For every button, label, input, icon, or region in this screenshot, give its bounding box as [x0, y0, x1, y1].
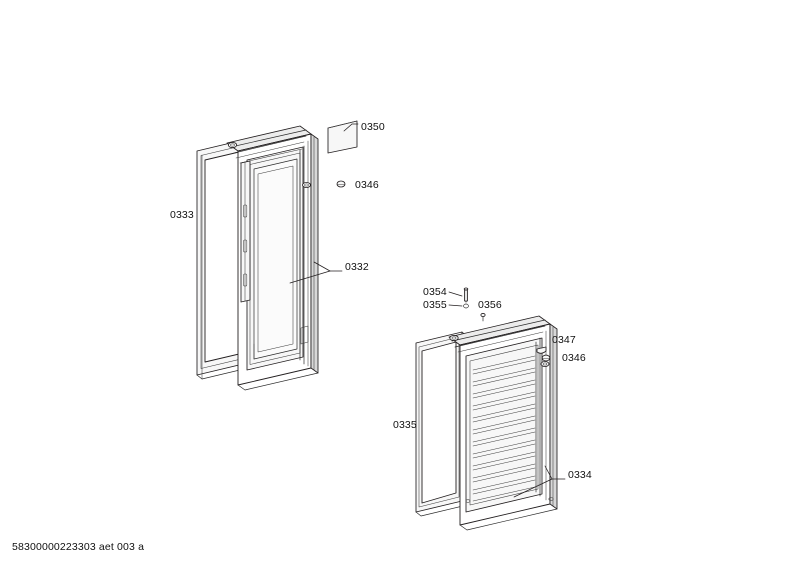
- leader-0334-a: [513, 478, 553, 498]
- callout-0332: 0332: [345, 261, 369, 273]
- leader-0334-b: [544, 465, 553, 480]
- part-0355-ring: [463, 303, 469, 309]
- part-0350-plate: [327, 120, 358, 154]
- callout-0354: 0354: [423, 286, 447, 298]
- leader-0332-b: [313, 261, 331, 272]
- callout-0350: 0350: [361, 121, 385, 133]
- part-0335-gasket-frame: [415, 331, 468, 517]
- callout-0334: 0334: [568, 469, 592, 481]
- hinge-boss-right-lower: [540, 361, 550, 367]
- leader-lines: [289, 123, 566, 498]
- footer-document-code: 58300000223303 aet 003 a: [12, 541, 145, 553]
- part-0346-washer-icon-upper: [336, 180, 346, 188]
- callout-0356: 0356: [478, 299, 502, 311]
- upper-door-assembly: [196, 120, 358, 391]
- leader-0332-a: [289, 270, 331, 284]
- callout-0355: 0355: [423, 299, 447, 311]
- callout-0347: 0347: [552, 334, 576, 346]
- hinge-boss-top: [227, 141, 238, 149]
- leader-0355: [448, 304, 463, 307]
- hinge-boss-top-lower: [449, 334, 459, 342]
- part-0347-cap: [536, 346, 547, 354]
- callout-0335: 0335: [393, 419, 417, 431]
- part-0354-pin: [463, 287, 469, 303]
- part-0332-door-panel: [226, 125, 319, 391]
- hinge-boss-right: [302, 182, 311, 188]
- leader-0354: [448, 291, 463, 297]
- callout-labels: 0333 0350 0346 0332 0354 0355 0356 0347 …: [170, 121, 592, 481]
- callout-0346-lower: 0346: [562, 352, 586, 364]
- part-0356-stud: [480, 312, 486, 322]
- part-0334-louvered-panel: [448, 315, 558, 531]
- louver-slats: [472, 355, 536, 502]
- callout-0346-upper: 0346: [355, 179, 379, 191]
- callout-0333: 0333: [170, 209, 194, 221]
- lower-door-assembly: [415, 287, 558, 531]
- part-0346-washer-icon-lower: [541, 354, 551, 362]
- hinge-rail: [240, 160, 251, 303]
- leader-0350: [343, 123, 359, 132]
